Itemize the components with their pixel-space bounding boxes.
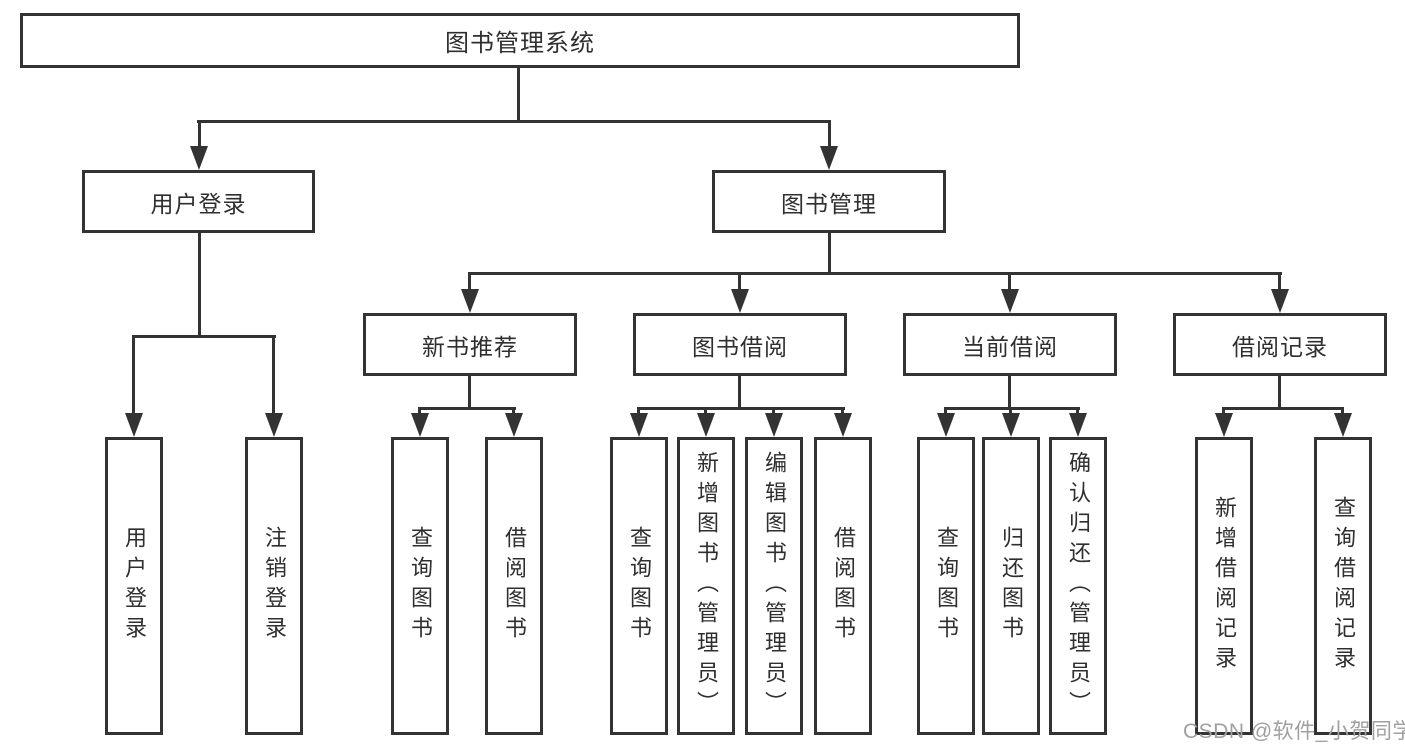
connector-line — [1009, 407, 1012, 417]
arrow-down-icon — [1001, 289, 1019, 313]
connector-line — [841, 407, 844, 417]
leaf-borrow-books: 借阅图书 — [814, 437, 872, 735]
arrow-down-icon — [731, 289, 749, 313]
node-current-borrow: 当前借阅 — [903, 313, 1117, 376]
leaf-query-books-recommend: 查询图书 — [391, 437, 449, 735]
leaf-add-book-admin: 新增图书（管理员） — [677, 437, 735, 735]
arrow-down-icon — [1271, 289, 1289, 313]
connector-line — [468, 272, 471, 292]
arrow-down-icon — [1215, 413, 1233, 437]
node-book-borrow: 图书借阅 — [633, 313, 847, 376]
leaf-return-book: 归还图书 — [982, 437, 1040, 735]
arrow-down-icon — [190, 146, 208, 170]
arrow-down-icon — [505, 413, 523, 437]
connector-line — [198, 233, 201, 338]
leaf-query-books-borrow: 查询图书 — [610, 437, 668, 735]
connector-line — [1278, 376, 1281, 410]
connector-line — [637, 407, 640, 417]
connector-line — [198, 120, 201, 150]
connector-line — [1222, 407, 1344, 410]
connector-line — [469, 272, 1282, 275]
connector-line — [1341, 407, 1344, 417]
connector-line — [197, 120, 831, 123]
node-book-management: 图书管理 — [712, 170, 946, 233]
leaf-logout: 注销登录 — [245, 437, 303, 735]
connector-line — [1222, 407, 1225, 417]
arrow-down-icon — [820, 146, 838, 170]
arrow-down-icon — [1334, 413, 1352, 437]
watermark: CSDN @软件_小贺同学 — [1183, 720, 1405, 743]
node-borrow-records: 借阅记录 — [1173, 313, 1387, 376]
arrow-down-icon — [125, 413, 143, 437]
leaf-edit-book-admin: 编辑图书（管理员） — [745, 437, 803, 735]
arrow-down-icon — [765, 413, 783, 437]
arrow-down-icon — [411, 413, 429, 437]
connector-line — [1008, 272, 1011, 292]
leaf-query-borrow-record: 查询借阅记录 — [1314, 437, 1372, 735]
leaf-query-books-current: 查询图书 — [917, 437, 975, 735]
node-new-book-recommend: 新书推荐 — [363, 313, 577, 376]
connector-line — [637, 407, 845, 410]
connector-line — [738, 376, 741, 410]
connector-line — [132, 335, 135, 415]
connector-line — [828, 120, 831, 150]
connector-line — [704, 407, 707, 417]
node-root: 图书管理系统 — [20, 13, 1020, 68]
leaf-user-login: 用户登录 — [105, 437, 163, 735]
connector-line — [468, 376, 471, 410]
node-user-login: 用户登录 — [82, 170, 315, 233]
connector-line — [1008, 376, 1011, 410]
connector-line — [1278, 272, 1281, 292]
arrow-down-icon — [1002, 413, 1020, 437]
connector-line — [772, 407, 775, 417]
connector-line — [272, 335, 275, 415]
leaf-confirm-return-admin: 确认归还（管理员） — [1049, 437, 1107, 735]
arrow-down-icon — [1069, 413, 1087, 437]
arrow-down-icon — [265, 413, 283, 437]
connector-line — [1076, 407, 1079, 417]
arrow-down-icon — [937, 413, 955, 437]
connector-line — [738, 272, 741, 292]
connector-line — [132, 335, 276, 338]
arrow-down-icon — [630, 413, 648, 437]
leaf-add-borrow-record: 新增借阅记录 — [1195, 437, 1253, 735]
leaf-borrow-books-recommend: 借阅图书 — [485, 437, 543, 735]
arrow-down-icon — [834, 413, 852, 437]
connector-line — [828, 233, 831, 274]
connector-line — [944, 407, 1080, 410]
connector-line — [944, 407, 947, 417]
arrow-down-icon — [697, 413, 715, 437]
connector-line — [418, 407, 516, 410]
connector-line — [418, 407, 421, 417]
arrow-down-icon — [461, 289, 479, 313]
connector-line — [517, 68, 520, 122]
connector-line — [512, 407, 515, 417]
